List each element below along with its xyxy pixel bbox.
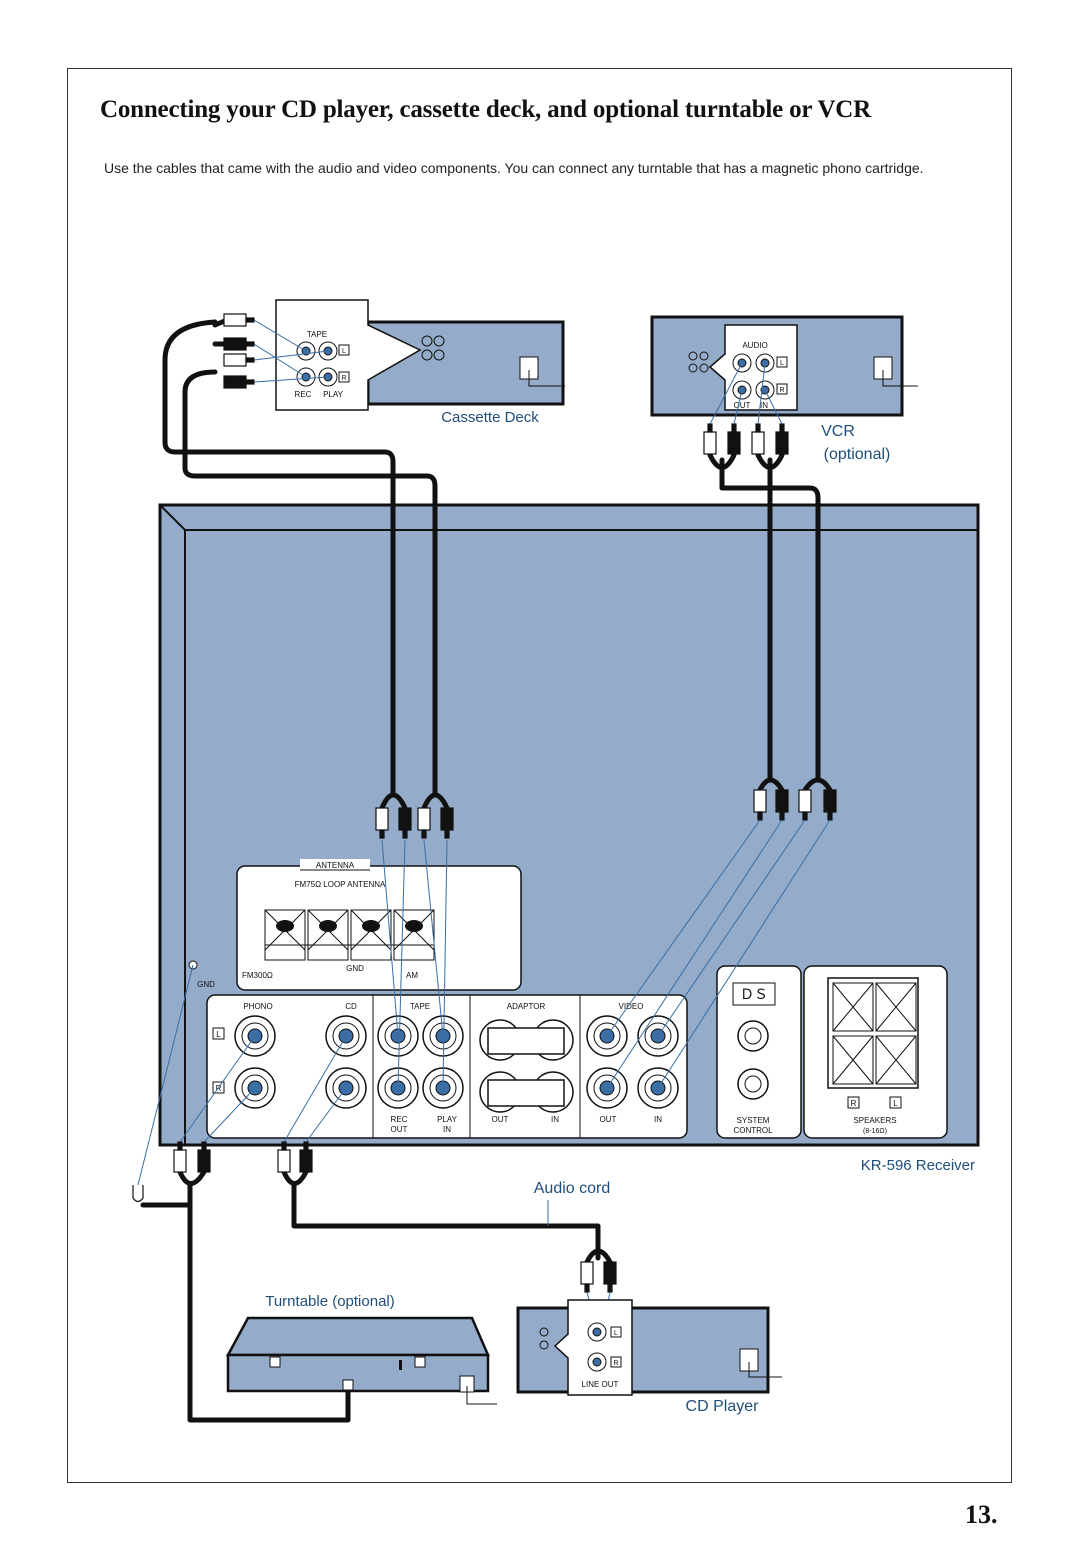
page-title: Connecting your CD player, cassette deck… [100,96,872,123]
svg-text:IN: IN [760,401,768,410]
svg-text:R: R [779,387,784,394]
tape-label: TAPE [410,1002,430,1011]
svg-text:R: R [851,1099,857,1108]
svg-text:AUDIO: AUDIO [742,341,767,350]
svg-text:CONTROL: CONTROL [733,1126,773,1135]
svg-text:TAPE: TAPE [307,330,327,339]
cd-label: CD [345,1002,357,1011]
svg-text:(8-16Ω): (8-16Ω) [863,1128,887,1135]
svg-text:SYSTEM: SYSTEM [737,1116,770,1125]
cd-player-label: CD Player [686,1398,760,1415]
vcr-optional-label: (optional) [824,446,891,463]
antenna-terminals [264,909,435,961]
svg-text:R: R [613,1360,618,1367]
audio-cord-label: Audio cord [534,1180,611,1197]
phono-label: PHONO [243,1002,272,1011]
svg-text:IN: IN [551,1115,559,1124]
svg-text:LINE OUT: LINE OUT [582,1380,619,1389]
loop-antenna-label: FM75Ω LOOP ANTENNA [295,880,386,889]
svg-text:REC: REC [295,390,312,399]
fm300-label: FM300Ω [242,971,273,980]
svg-text:L: L [342,348,346,355]
svg-text:REC: REC [391,1115,408,1124]
adaptor-label: ADAPTOR [507,1002,546,1011]
svg-text:PLAY: PLAY [323,390,344,399]
vcr-label: VCR [821,423,855,440]
rca-plugs [132,313,837,1293]
page-frame [67,68,1012,1483]
am-label: AM [406,971,418,980]
svg-text:OUT: OUT [600,1115,617,1124]
svg-text:OUT: OUT [492,1115,509,1124]
svg-text:OUT: OUT [734,401,751,410]
vcr: AUDIO L R OUT IN [650,315,918,417]
svg-text:OUT: OUT [391,1125,408,1134]
receiver-rear-panel: ANTENNA FM75Ω LOOP ANTENNA FM300Ω GND AM… [158,503,980,1147]
svg-text:PLAY: PLAY [437,1115,458,1124]
cassette-deck: TAPE L R REC PLAY [275,299,565,411]
svg-text:IN: IN [654,1115,662,1124]
turntable [225,1316,497,1405]
svg-text:L: L [614,1330,618,1337]
svg-text:SPEAKERS: SPEAKERS [853,1116,896,1125]
antenna-gnd-label: GND [346,964,364,973]
svg-text:L: L [216,1030,221,1039]
receiver-rca-jacks [234,1015,679,1113]
svg-text:ＤＳ: ＤＳ [740,986,768,1002]
cassette-deck-label: Cassette Deck [441,409,539,426]
svg-text:L: L [893,1099,898,1108]
svg-text:L: L [780,360,784,367]
audio-cables [140,317,821,1423]
svg-text:IN: IN [443,1125,451,1134]
page-number: 13. [965,1500,998,1529]
svg-text:R: R [341,375,346,382]
cd-player: L R LINE OUT [516,1299,782,1396]
gnd-terminal-label: GND [197,980,215,989]
antenna-label: ANTENNA [316,861,355,870]
receiver-label: KR-596 Receiver [861,1157,975,1174]
svg-text:R: R [216,1084,222,1093]
intro-paragraph: Use the cables that came with the audio … [104,160,924,176]
video-label: VIDEO [619,1002,644,1011]
turntable-label: Turntable (optional) [265,1293,395,1310]
